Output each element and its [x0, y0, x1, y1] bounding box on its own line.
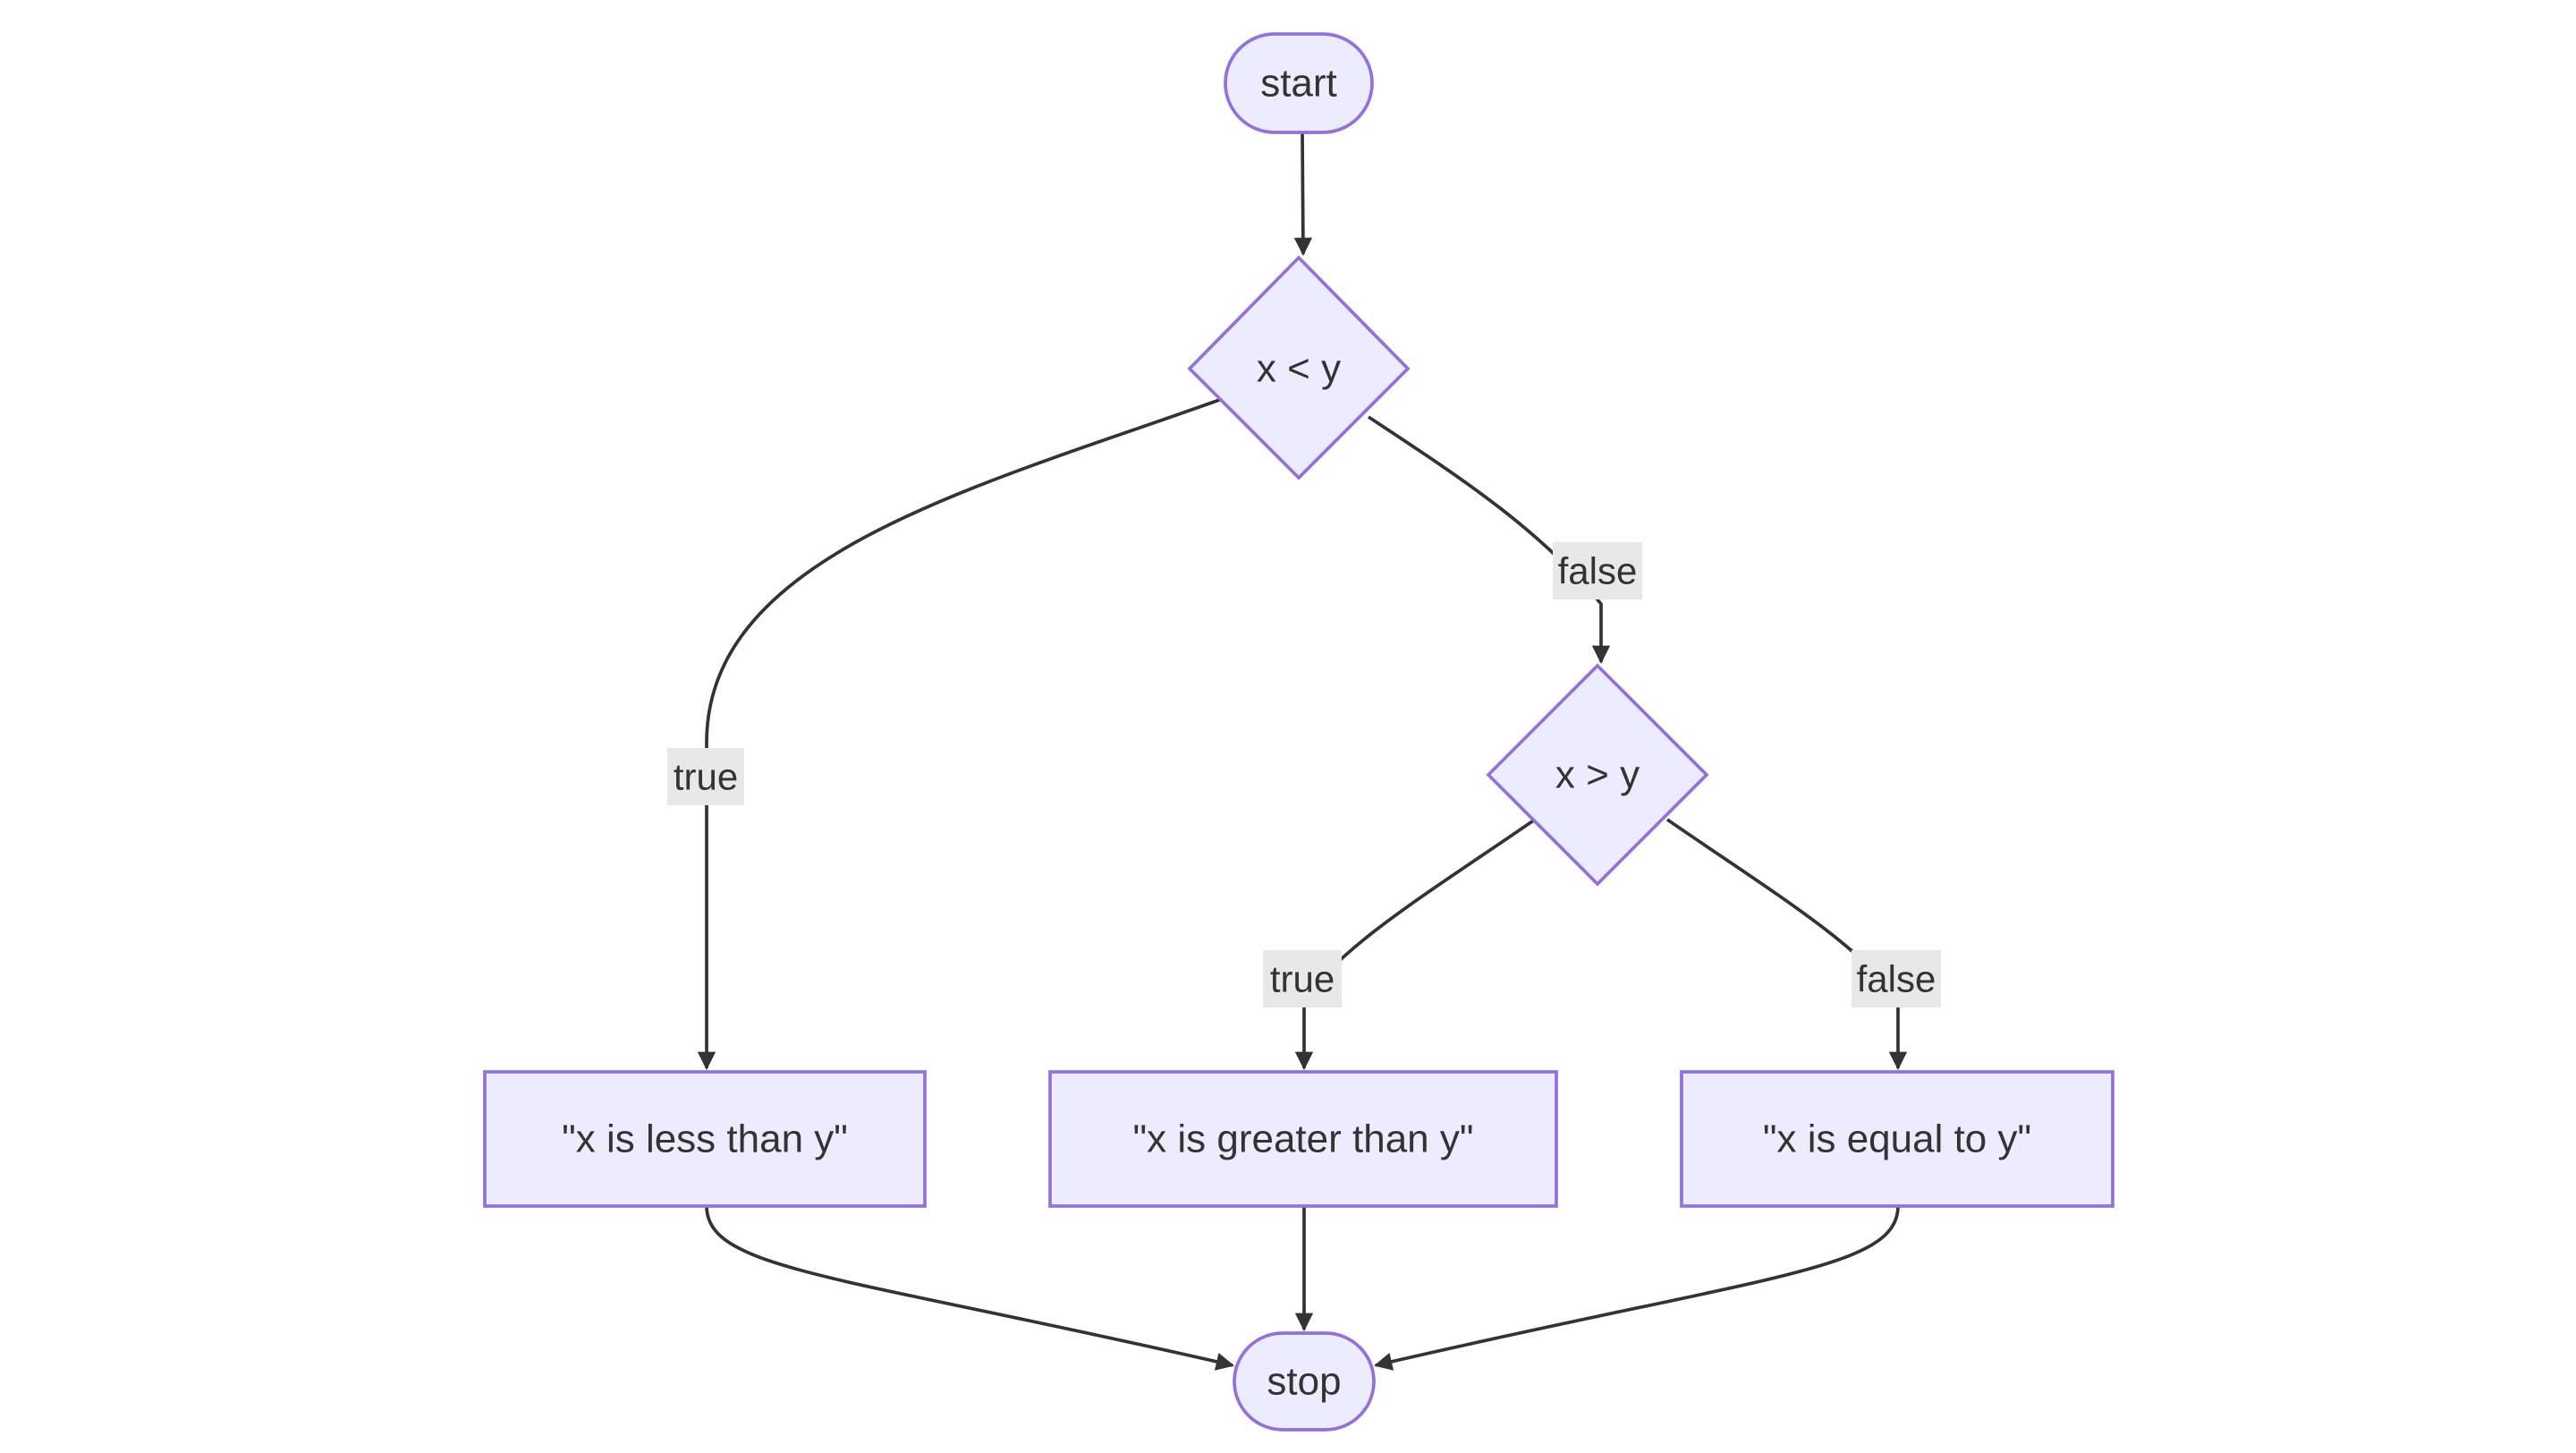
edge-label-cond1-false-text: false: [1558, 550, 1638, 592]
edge-label-cond2-false: false: [1852, 950, 1941, 1007]
node-cond2: x > y: [1486, 663, 1709, 887]
node-start: start: [1224, 32, 1374, 134]
edge-cond1-true: [697, 397, 1223, 1071]
node-stop: stop: [1233, 1331, 1376, 1432]
edge-cond2-false: [1665, 818, 1908, 1071]
edge-label-cond2-true: true: [1263, 950, 1342, 1007]
edge-label-cond2-true-text: true: [1270, 958, 1335, 1000]
node-cond1-label: x < y: [1257, 347, 1341, 391]
node-equal: "x is equal to y": [1680, 1070, 2114, 1208]
edge-label-cond2-false-text: false: [1857, 958, 1936, 1000]
edge-start-to-cond1: [1293, 132, 1313, 257]
edge-cond1-false: [1367, 415, 1611, 665]
edge-label-cond1-true-text: true: [674, 756, 738, 798]
node-start-label: start: [1260, 62, 1337, 106]
edge-label-cond1-true: true: [667, 748, 744, 805]
node-less-label: "x is less than y": [562, 1117, 848, 1161]
node-cond1: x < y: [1187, 255, 1411, 480]
edge-less-to-stop: [705, 1205, 1234, 1371]
node-stop-label: stop: [1267, 1360, 1341, 1404]
edge-equal-to-stop: [1374, 1205, 1900, 1371]
edge-cond2-true: [1294, 818, 1537, 1071]
node-greater-label: "x is greater than y": [1133, 1117, 1474, 1161]
node-greater: "x is greater than y": [1048, 1070, 1558, 1208]
node-equal-label: "x is equal to y": [1763, 1117, 2031, 1161]
node-cond2-label: x > y: [1555, 753, 1640, 797]
node-less: "x is less than y": [483, 1070, 927, 1208]
edge-label-cond1-false: false: [1553, 542, 1642, 599]
